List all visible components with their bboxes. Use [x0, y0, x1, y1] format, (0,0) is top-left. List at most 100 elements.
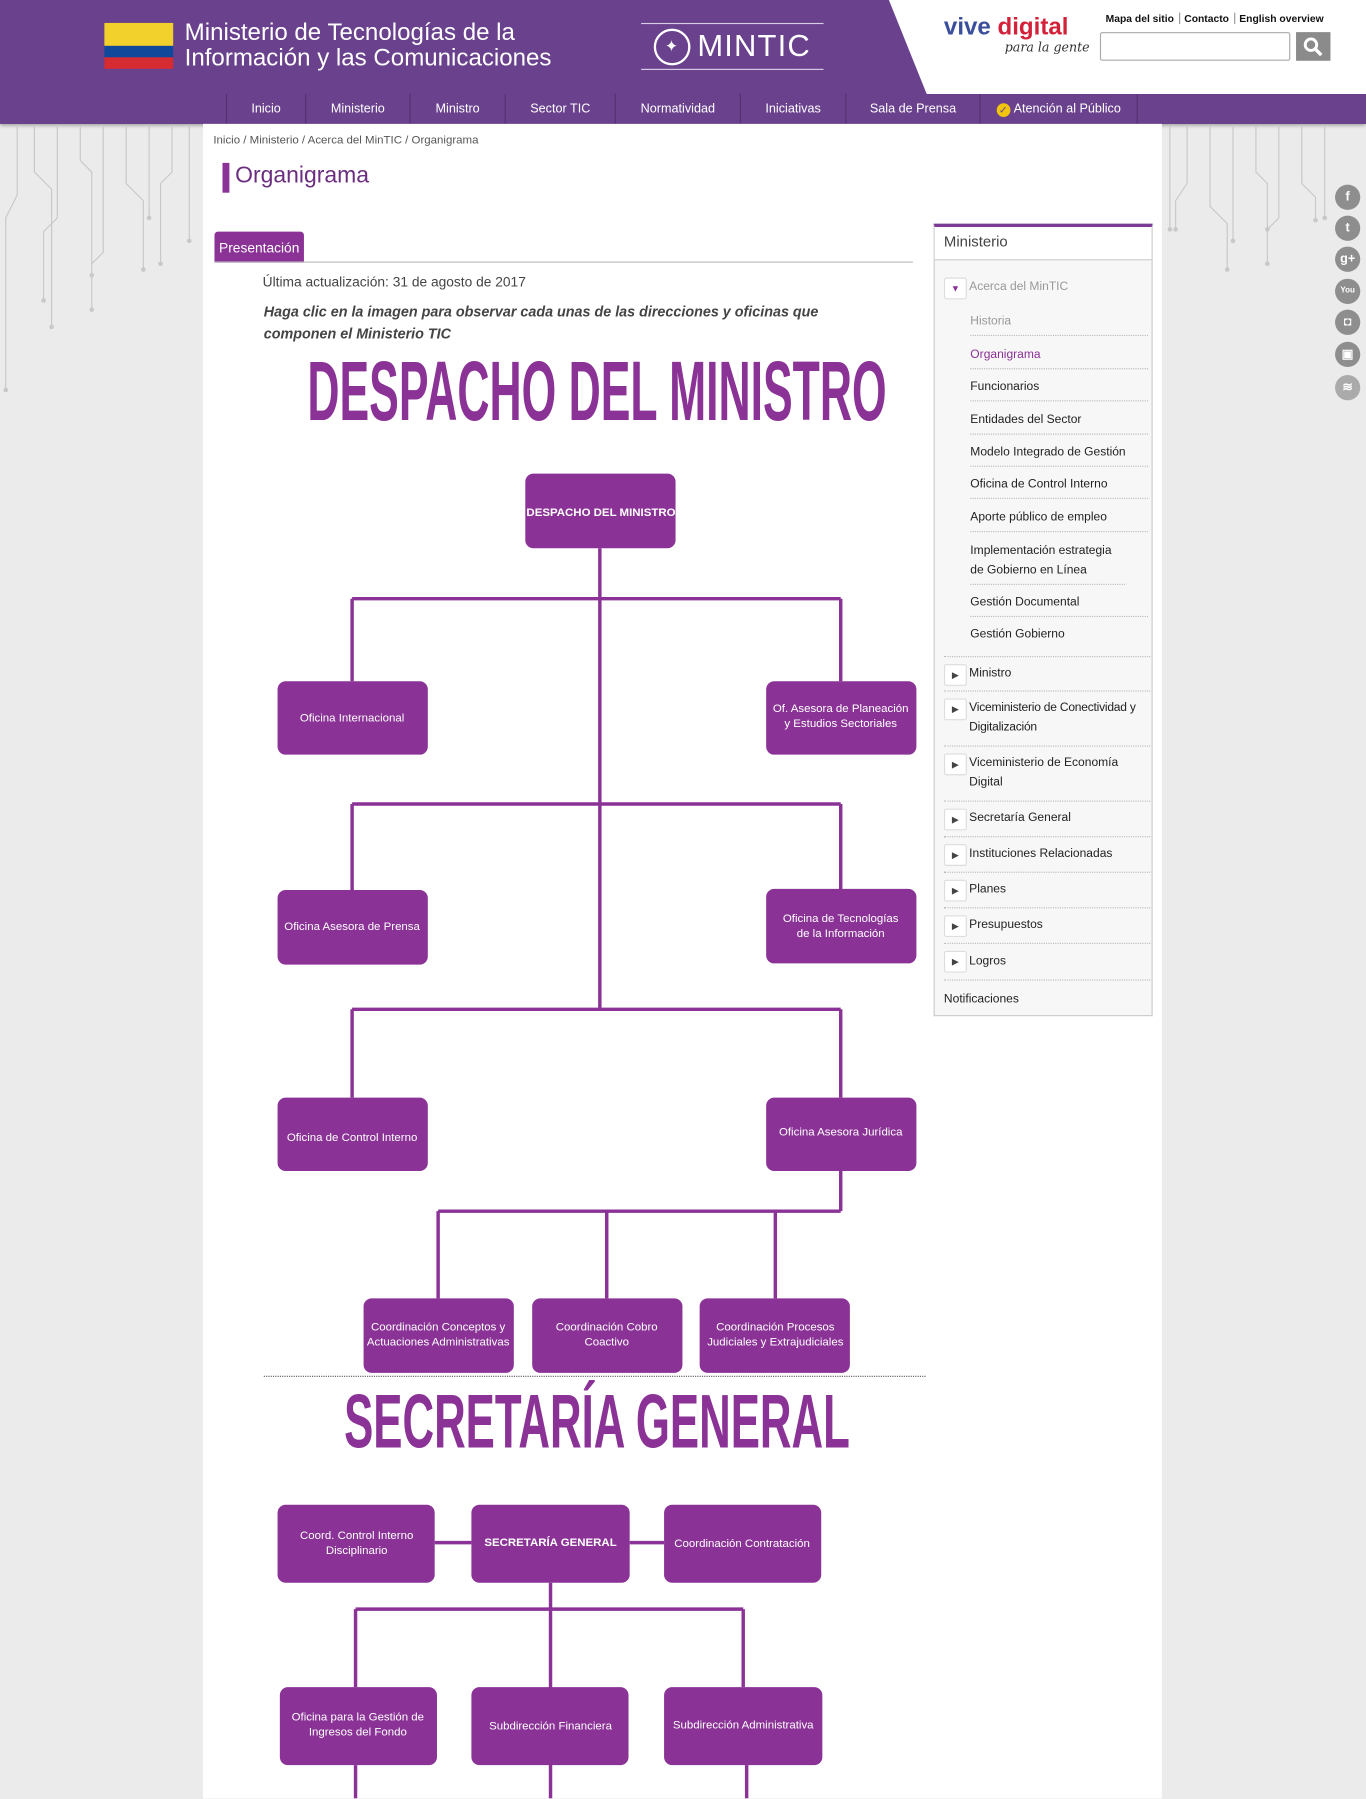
sidebar-sub-entidades[interactable]: Entidades del Sector	[970, 411, 1149, 435]
sidebar-sub-gestion-gobierno[interactable]: Gestión Gobierno	[970, 627, 1065, 642]
sidebar-sub-funcionarios[interactable]: Funcionarios	[970, 377, 1149, 402]
nav-sector-tic[interactable]: Sector TIC	[506, 94, 616, 124]
logo-vive: vive	[943, 13, 991, 41]
sidebar-sub-control-interno[interactable]: Oficina de Control Interno	[970, 475, 1149, 499]
slideshare-icon[interactable]: ▣	[1335, 341, 1361, 368]
breadcrumb[interactable]: Inicio / Ministerio / Acerca del MinTIC …	[213, 134, 479, 147]
box-control-interno[interactable]	[277, 1097, 428, 1172]
sidebar-sub-gestion-documental[interactable]: Gestión Documental	[970, 593, 1149, 618]
box-internacional[interactable]	[277, 681, 428, 755]
sidebar-notificaciones[interactable]: Notificaciones	[943, 992, 1019, 1006]
google-plus-icon[interactable]: g+	[1335, 246, 1361, 272]
org-boxes	[277, 473, 917, 1766]
label-administrativa: Subdirección Administrativa	[673, 1719, 814, 1731]
box-prensa[interactable]	[277, 890, 428, 965]
sidebar-item-secretaria[interactable]: ▶Secretaría General	[943, 802, 1151, 838]
sidebar-sub-modelo[interactable]: Modelo Integrado de Gestión	[970, 443, 1149, 467]
connector-lines	[350, 548, 843, 1799]
nav-iniciativas[interactable]: Iniciativas	[741, 94, 847, 124]
link-contact[interactable]: Contacto	[1178, 12, 1233, 25]
tab-divider	[214, 261, 913, 263]
sidebar-item-label: Viceministerio de Economía Digital	[969, 755, 1119, 790]
sidebar-item-label: Planes	[969, 881, 1006, 896]
sidebar-item-logros[interactable]: ▶Logros	[943, 944, 1151, 981]
box-cobro[interactable]	[532, 1298, 683, 1373]
link-sitemap[interactable]: Mapa del sitio	[1105, 12, 1174, 25]
main-nav: Inicio Ministerio Ministro Sector TIC No…	[0, 94, 1366, 124]
label-cobro-1: Coordinación Cobro	[556, 1321, 658, 1333]
box-despacho[interactable]	[525, 473, 676, 549]
nav-inicio[interactable]: Inicio	[225, 94, 307, 124]
youtube-icon[interactable]: You	[1335, 278, 1361, 304]
page-title: Organigrama	[235, 162, 369, 189]
search-button[interactable]	[1296, 32, 1331, 61]
sidebar-sub-organigrama[interactable]: Organigrama	[970, 345, 1149, 370]
label-planeacion-1: Of. Asesora de Planeación	[773, 703, 909, 715]
instagram-icon[interactable]: ◘	[1335, 309, 1361, 335]
nav-atencion[interactable]: ✓Atención al Público	[981, 94, 1138, 124]
box-ingresos[interactable]	[279, 1687, 437, 1766]
last-updated: Última actualización: 31 de agosto de 20…	[262, 274, 526, 291]
caret-down-icon[interactable]: ▼	[943, 277, 967, 300]
mintic-logo[interactable]: ✦MINTIC	[641, 22, 824, 70]
caret-right-icon: ▶	[943, 698, 967, 721]
sidebar-heading: Ministerio	[934, 227, 1152, 261]
section-title-secretaria: SECRETARÍA GENERAL	[344, 1379, 850, 1464]
link-english[interactable]: English overview	[1233, 12, 1329, 25]
label-control-interno: Oficina de Control Interno	[287, 1132, 418, 1144]
box-planeacion[interactable]	[766, 681, 917, 755]
colombia-flag-icon	[104, 22, 174, 69]
sidebar-item-acerca[interactable]: ▼Acerca del MinTIC	[943, 277, 1150, 309]
label-conceptos-1: Coordinación Conceptos y	[371, 1321, 506, 1333]
sidebar-item-ministro[interactable]: ▶Ministro	[943, 656, 1151, 692]
title-accent-bar	[222, 162, 230, 193]
sidebar-item-label: Secretaría General	[969, 810, 1071, 825]
box-secretaria-general[interactable]	[471, 1504, 630, 1583]
tab-presentacion[interactable]: Presentación	[214, 231, 304, 263]
sidebar-item-label: Instituciones Relacionadas	[969, 846, 1113, 861]
nav-ministro[interactable]: Ministro	[411, 94, 506, 124]
sidebar-sub-gobierno-linea[interactable]: Implementación estrategia de Gobierno en…	[970, 541, 1126, 585]
label-financiera: Subdirección Financiera	[489, 1721, 612, 1733]
sidebar-item-planes[interactable]: ▶Planes	[943, 873, 1151, 909]
label-juridica: Oficina Asesora Jurídica	[779, 1126, 903, 1138]
sidebar-item-conectividad[interactable]: ▶Viceministerio de Conectividad y Digita…	[943, 692, 1151, 747]
nav-normatividad[interactable]: Normatividad	[616, 94, 741, 124]
box-financiera[interactable]	[471, 1687, 629, 1766]
box-disciplinario[interactable]	[277, 1504, 435, 1583]
caret-right-icon: ▶	[943, 664, 967, 686]
sidebar-sub-empleo[interactable]: Aporte público de empleo	[970, 508, 1149, 533]
circuit-pattern-right	[1167, 126, 1328, 272]
search-input[interactable]	[1099, 32, 1291, 61]
twitter-icon[interactable]: t	[1335, 215, 1361, 241]
rss-icon[interactable]: ≋	[1335, 375, 1361, 401]
sidebar-sub-historia[interactable]: Historia	[970, 312, 1149, 337]
box-contratacion[interactable]	[664, 1504, 822, 1583]
sidebar-item-label: Viceministerio de Conectividad y Digital…	[969, 700, 1136, 735]
box-procesos[interactable]	[699, 1298, 850, 1373]
facebook-icon[interactable]: f	[1335, 184, 1361, 210]
box-administrativa[interactable]	[664, 1687, 823, 1766]
box-conceptos[interactable]	[363, 1298, 514, 1373]
caret-right-icon: ▶	[943, 808, 967, 831]
vive-digital-logo[interactable]: vive digital	[944, 14, 1069, 42]
nav-sala-de-prensa[interactable]: Sala de Prensa	[846, 94, 981, 124]
label-cobro-2: Coactivo	[584, 1336, 629, 1348]
label-ingresos-1: Oficina para la Gestión de	[292, 1711, 424, 1723]
box-tecnologias[interactable]	[766, 888, 917, 964]
label-tecnologias-2: de la Información	[797, 928, 885, 940]
box-juridica[interactable]	[766, 1097, 917, 1172]
label-procesos-2: Judiciales y Extrajudiciales	[707, 1336, 843, 1348]
top-links: Mapa del sitio Contacto English overview	[1101, 12, 1329, 25]
label-conceptos-2: Actuaciones Administrativas	[367, 1336, 510, 1348]
sidebar-item-presupuestos[interactable]: ▶Presupuestos	[943, 908, 1151, 944]
site-title-line2: Información y las Comunicaciones	[184, 44, 552, 72]
sidebar-item-instituciones[interactable]: ▶Instituciones Relacionadas	[943, 837, 1151, 873]
nav-atencion-label: Atención al Público	[1013, 102, 1121, 116]
sidebar-item-economia[interactable]: ▶Viceministerio de Economía Digital	[943, 747, 1151, 802]
label-ingresos-2: Ingresos del Fondo	[309, 1726, 407, 1738]
caret-right-icon: ▶	[943, 879, 967, 902]
nav-ministerio[interactable]: Ministerio	[306, 94, 411, 124]
